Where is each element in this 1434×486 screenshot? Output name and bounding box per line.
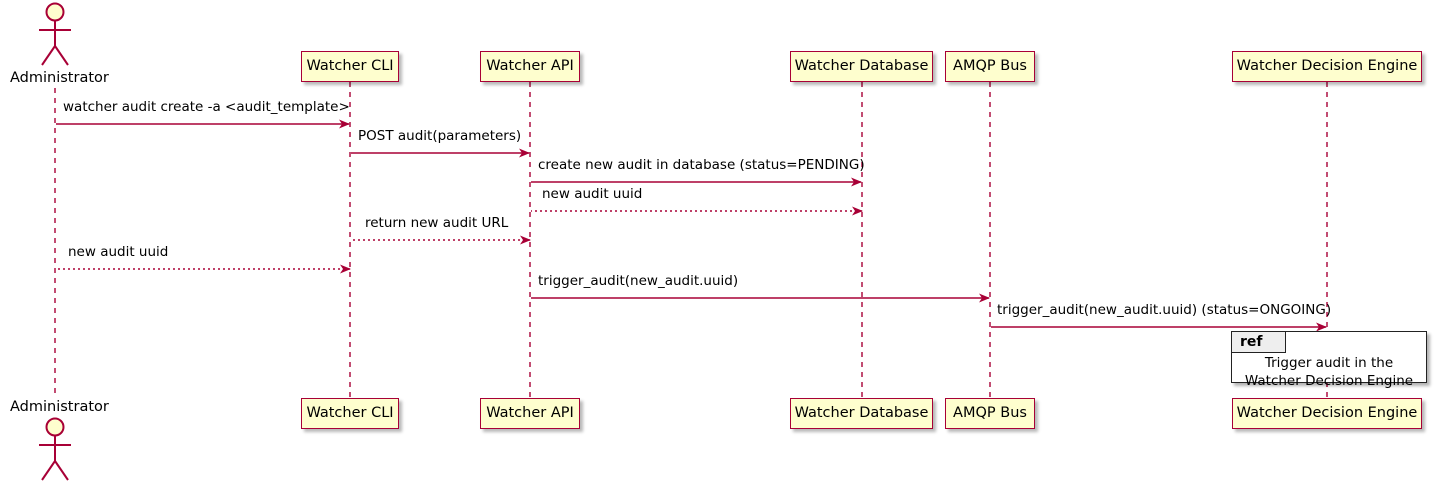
participant-label: Watcher Database <box>794 405 929 422</box>
participant-label: Watcher Database <box>794 58 929 75</box>
participant-box-amqp-bus-top[interactable]: AMQP Bus <box>945 51 1035 82</box>
message-label-5: return new audit URL <box>365 215 509 231</box>
actor-leg-left <box>41 45 56 66</box>
participant-label: Watcher CLI <box>306 405 394 422</box>
actor-head <box>45 417 65 437</box>
actor-leg-right <box>54 45 69 66</box>
ref-line-1: Trigger audit in the <box>1264 355 1394 371</box>
message-label-8: trigger_audit(new_audit.uuid) (status=ON… <box>997 302 1332 318</box>
message-label-7: trigger_audit(new_audit.uuid) <box>538 273 739 289</box>
participant-box-amqp-bus-bottom[interactable]: AMQP Bus <box>945 398 1035 429</box>
message-label-4: new audit uuid <box>542 186 643 202</box>
participant-box-watcher-decision-engine-top[interactable]: Watcher Decision Engine <box>1232 51 1422 82</box>
participant-label: Watcher API <box>486 58 574 75</box>
participant-label: Watcher API <box>486 405 574 422</box>
ref-fragment-tag: ref <box>1240 334 1263 350</box>
message-arrows-group <box>56 119 1327 332</box>
participant-label: AMQP Bus <box>953 58 1027 75</box>
message-label-3: create new audit in database (status=PEN… <box>538 157 865 173</box>
participant-box-watcher-cli-top[interactable]: Watcher CLI <box>301 51 399 82</box>
ref-fragment-tab <box>1232 332 1286 353</box>
participant-label: Watcher Decision Engine <box>1236 58 1418 75</box>
actor-leg-left <box>41 460 56 481</box>
actor-leg-right <box>54 460 69 481</box>
actor-name: Administrator <box>10 70 109 86</box>
actor-name: Administrator <box>10 399 109 415</box>
participant-box-watcher-database-bottom[interactable]: Watcher Database <box>790 398 933 429</box>
ref-line-2: Watcher Decision Engine <box>1244 373 1414 390</box>
actor-head <box>45 2 65 22</box>
actor-figures-group <box>39 2 71 481</box>
participant-box-watcher-cli-bottom[interactable]: Watcher CLI <box>301 398 399 429</box>
actor-label-administrator-bottom: Administrator <box>10 399 109 415</box>
lifelines-group <box>54 82 1328 398</box>
participant-label: Watcher Decision Engine <box>1236 405 1418 422</box>
actor-figure-administrator <box>39 417 71 481</box>
actor-figure-administrator <box>39 2 71 66</box>
participant-box-watcher-api-top[interactable]: Watcher API <box>480 51 580 82</box>
actor-label-administrator-top: Administrator <box>10 70 109 86</box>
participant-label: AMQP Bus <box>953 405 1027 422</box>
participant-box-watcher-decision-engine-bottom[interactable]: Watcher Decision Engine <box>1232 398 1422 429</box>
ref-fragment: ref Trigger audit in the Watcher Decisio… <box>1231 331 1427 389</box>
participant-box-watcher-api-bottom[interactable]: Watcher API <box>480 398 580 429</box>
message-label-2: POST audit(parameters) <box>358 128 522 144</box>
participant-label: Watcher CLI <box>306 58 394 75</box>
ref-fragment-body: Trigger audit in the Watcher Decision En… <box>1232 354 1426 390</box>
message-label-1: watcher audit create -a <audit_template> <box>63 99 350 115</box>
message-label-6: new audit uuid <box>68 244 169 260</box>
participant-box-watcher-database-top[interactable]: Watcher Database <box>790 51 933 82</box>
